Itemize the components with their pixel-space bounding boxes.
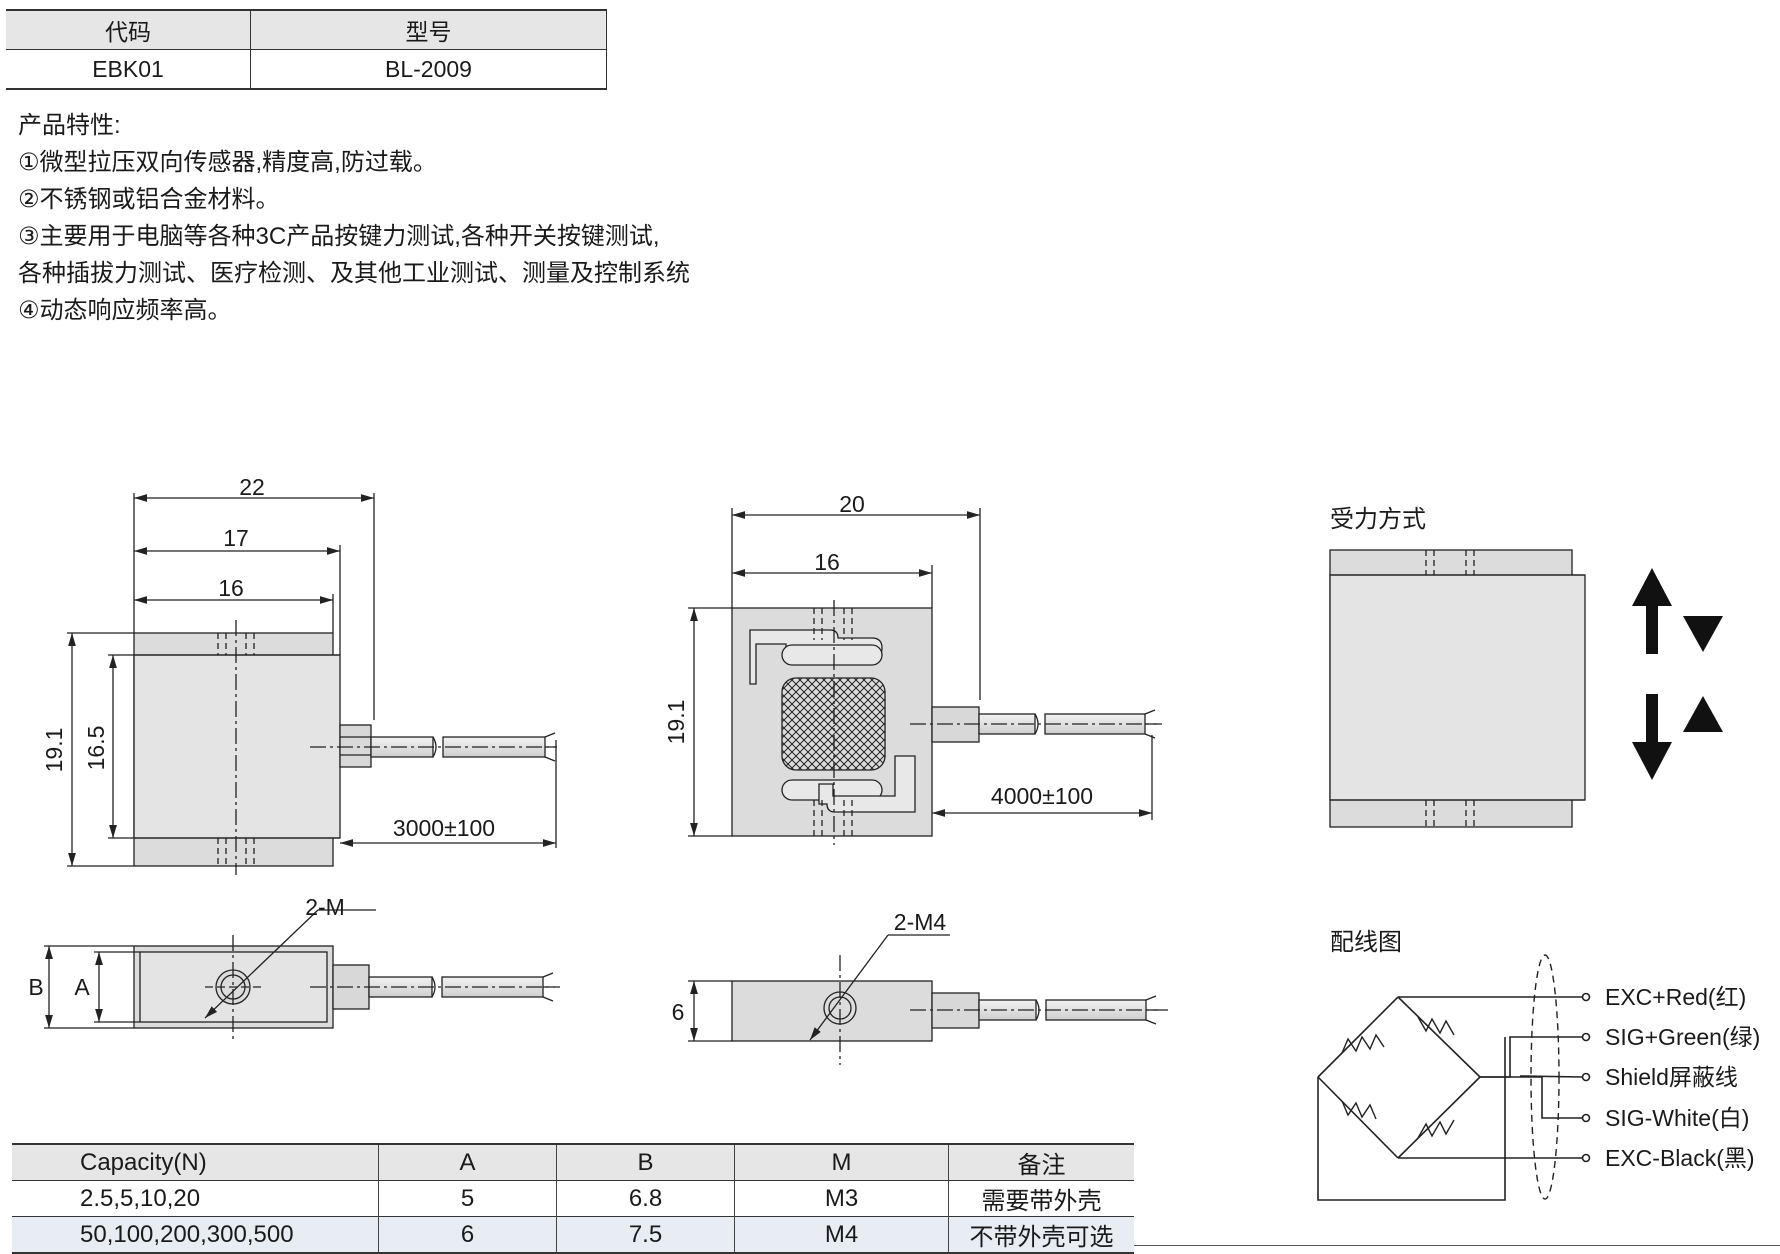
force-arrows-icon xyxy=(1632,568,1723,780)
cable-length-4000: 4000±100 xyxy=(991,783,1093,809)
wiring-diagram xyxy=(1317,954,1591,1201)
dim-17: 17 xyxy=(223,525,249,551)
table-cell: M4 xyxy=(734,1216,949,1254)
table-cell: 5 xyxy=(378,1180,557,1217)
feature-item: ③主要用于电脑等各种3C产品按键力测试,各种开关按键测试, xyxy=(18,223,660,250)
dim-19-1: 19.1 xyxy=(41,728,67,773)
wire-label-sig-minus: SIG-White(白) xyxy=(1605,1105,1749,1131)
dim-b: B xyxy=(28,974,43,1000)
table-cell: EBK01 xyxy=(6,49,251,90)
dim-22: 22 xyxy=(239,474,265,500)
cable-length-3000: 3000±100 xyxy=(393,815,495,841)
table-cell: 6 xyxy=(378,1216,557,1254)
table-cell: 6.8 xyxy=(556,1180,735,1217)
dim-16: 16 xyxy=(218,575,244,601)
force-mode-diagram xyxy=(1329,549,1586,828)
drawing2-front-view xyxy=(688,508,1162,845)
dim-6: 6 xyxy=(672,999,685,1025)
table-cell: BL-2009 xyxy=(250,49,607,90)
model-table: 代码 型号 EBK01 BL-2009 xyxy=(6,9,607,90)
table-header: 代码 xyxy=(6,9,251,50)
feature-item: ①微型拉压双向传感器,精度高,防过载。 xyxy=(18,149,437,176)
wire-label-exc-minus: EXC-Black(黑) xyxy=(1605,1145,1755,1171)
thread-label-2-m: 2-M xyxy=(305,894,345,920)
dim-a: A xyxy=(74,974,90,1000)
table-cell: M3 xyxy=(734,1180,949,1217)
table-header: Capacity(N) xyxy=(12,1143,379,1181)
table-header: M xyxy=(734,1143,949,1181)
table-header: 型号 xyxy=(250,9,607,50)
table-cell: 2.5,5,10,20 xyxy=(12,1180,379,1217)
drawing1-bottom-view xyxy=(44,909,560,1040)
drawing1-front-view xyxy=(67,493,557,875)
dim-16-5: 16.5 xyxy=(83,726,109,771)
feature-item: ②不锈钢或铝合金材料。 xyxy=(18,186,280,213)
table-cell: 7.5 xyxy=(556,1216,735,1254)
table-header: 备注 xyxy=(948,1143,1134,1181)
table-cell: 50,100,200,300,500 xyxy=(12,1216,379,1254)
dim-19-1: 19.1 xyxy=(663,700,689,745)
feature-item: 各种插拔力测试、医疗检测、及其他工业测试、测量及控制系统 xyxy=(18,260,690,287)
table-cell: 需要带外壳 xyxy=(981,1188,1102,1215)
thread-label-2-m4: 2-M4 xyxy=(894,909,947,935)
wire-label-exc-plus: EXC+Red(红) xyxy=(1605,984,1746,1010)
divider xyxy=(1134,1245,1780,1246)
features-title: 产品特性: xyxy=(18,112,121,139)
table-header: B xyxy=(556,1143,735,1181)
force-mode-title: 受力方式 xyxy=(1330,506,1426,533)
dim-16: 16 xyxy=(814,549,840,575)
dim-20: 20 xyxy=(839,491,865,517)
wire-label-shield: Shield屏蔽线 xyxy=(1605,1064,1738,1090)
table-row: 2.5,5,10,20 5 6.8 M3 需要带外壳 xyxy=(12,1180,1134,1217)
table-cell: 不带外壳可选 xyxy=(948,1216,1134,1254)
spec-table: Capacity(N) A B M 备注 2.5,5,10,20 5 6.8 M… xyxy=(12,1143,1134,1254)
wiring-diagram-title: 配线图 xyxy=(1330,929,1402,956)
table-header: A xyxy=(378,1143,557,1181)
feature-item: ④动态响应频率高。 xyxy=(18,297,232,324)
drawing2-bottom-view xyxy=(688,934,1168,1065)
product-features: 产品特性: ①微型拉压双向传感器,精度高,防过载。 ②不锈钢或铝合金材料。 ③主… xyxy=(18,107,690,329)
wire-label-sig-plus: SIG+Green(绿) xyxy=(1605,1024,1760,1050)
table-row: 50,100,200,300,500 6 7.5 M4 不带外壳可选 xyxy=(12,1216,1134,1254)
